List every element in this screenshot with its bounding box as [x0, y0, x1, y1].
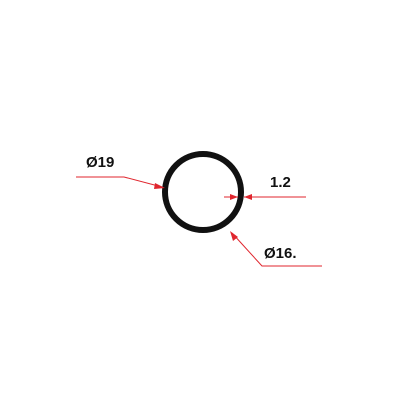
inner-diameter-arrowhead: [230, 231, 238, 241]
inner-diameter-dimension: Ø16.: [230, 231, 322, 267]
wall-thickness-dimension: 1.2: [224, 174, 306, 200]
inner-diameter-leader: [231, 232, 322, 267]
wall-thickness-arrowhead-right: [244, 194, 252, 200]
inner-diameter-label: Ø16.: [264, 245, 297, 262]
outer-diameter-label: Ø19: [86, 154, 114, 171]
tube-profile-ring: [162, 151, 244, 233]
outer-diameter-arrowhead: [154, 183, 165, 189]
wall-thickness-label: 1.2: [270, 174, 291, 191]
wall-thickness-arrowhead-left: [230, 194, 238, 200]
outer-diameter-dimension: Ø19: [76, 154, 165, 189]
outer-diameter-leader: [76, 176, 163, 188]
